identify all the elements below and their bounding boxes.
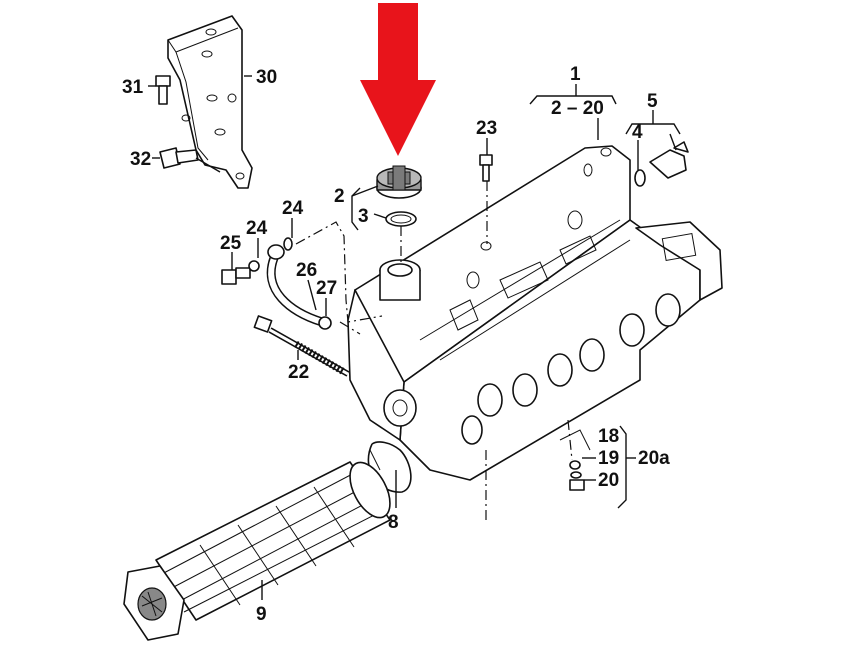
label-18: 18	[598, 426, 619, 447]
label-22: 22	[288, 362, 309, 383]
washer-24	[283, 237, 293, 251]
label-31: 31	[122, 77, 144, 98]
label-20: 20	[598, 470, 619, 491]
bolt-32	[159, 147, 199, 169]
seal-ring-3	[385, 211, 417, 227]
drain-plug-20	[569, 460, 585, 491]
label-3: 3	[358, 206, 369, 227]
manifold-housing	[347, 145, 723, 481]
bolt-23	[479, 154, 493, 182]
hose-26	[266, 244, 332, 330]
label-32: 32	[130, 149, 151, 170]
label-1: 1	[570, 64, 581, 85]
leader-lines	[148, 75, 681, 600]
label-9: 9	[256, 604, 267, 625]
label-30: 30	[256, 67, 277, 88]
label-19: 19	[598, 448, 619, 469]
label-24-upper: 24	[282, 198, 304, 219]
label-26: 26	[296, 260, 317, 281]
label-23: 23	[476, 118, 497, 139]
label-24-lower: 24	[246, 218, 268, 239]
banjo-bolt-25	[221, 260, 260, 285]
label-2-20: 2 – 20	[551, 98, 604, 119]
label-5: 5	[647, 91, 658, 112]
sensor-5	[634, 141, 689, 187]
bolt-22	[253, 315, 350, 377]
filler-cap-2	[376, 165, 422, 199]
cooler-core-9	[123, 461, 391, 641]
red-down-arrow-icon	[360, 3, 436, 156]
label-2: 2	[334, 186, 345, 207]
callout-labels: 1 2 – 20 5 4 23 2 3 30 31 32 24 24 25 26…	[122, 64, 670, 625]
label-25: 25	[220, 233, 242, 254]
label-8: 8	[388, 512, 399, 533]
label-20a: 20a	[638, 448, 670, 469]
bolt-31	[155, 75, 171, 105]
bracket-30	[167, 15, 253, 189]
label-27: 27	[316, 278, 337, 299]
label-4: 4	[632, 122, 643, 143]
